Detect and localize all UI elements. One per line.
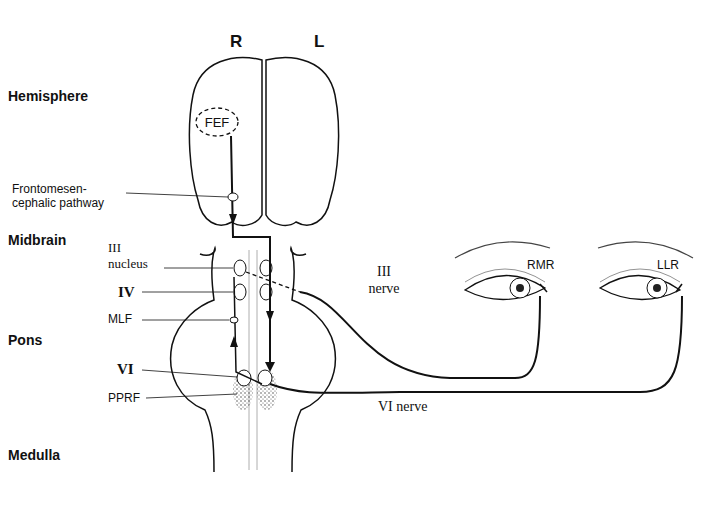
section-heading: Hemisphere [8,88,88,105]
mlf-marker [230,317,238,323]
eyebrow [598,242,693,258]
dashed-ellipse: FEF [195,107,239,137]
numeral-label: VI [117,360,134,378]
oculomotor-nerve [300,292,540,378]
pupil [516,284,524,292]
mlf-tract [234,277,262,384]
right-eye [465,275,545,299]
structure-label: Frontomesen- cephalic pathway [12,182,124,211]
arrowhead [230,336,238,347]
nucleus [234,260,246,276]
pathway [231,136,270,366]
leader-line [126,193,228,197]
iris [510,278,530,298]
arrowhead [266,311,274,322]
pathway-marker [228,193,238,201]
brainstem-outline [171,248,215,472]
right-hemisphere [189,58,262,226]
arrowhead [229,214,237,225]
section-heading: Pons [8,332,42,349]
muscle [676,284,682,292]
iris [647,278,667,298]
structure-label: III nucleus [108,240,162,271]
structure-label: MLF [108,312,132,326]
side-label: R [230,32,242,52]
eyebrow [455,242,550,258]
leader-line [146,394,237,398]
abducens-nerve [270,296,682,393]
leader-line [164,268,233,269]
muscle [540,284,547,292]
ellipse-outline [196,108,238,136]
muscle-label: RMR [527,258,554,272]
muscle-label: LLR [657,258,679,272]
brainstem-outline [291,248,335,472]
midline [249,250,250,470]
left-hemisphere [266,58,339,226]
section-heading: Medulla [8,447,60,464]
pupil [653,284,661,292]
leader-line [142,292,233,293]
midline [257,250,258,470]
region-label: FEF [205,115,230,130]
left-eye [600,275,680,299]
leader-line [142,320,229,321]
section-heading: Midbrain [8,232,66,249]
nerve-dashed [246,272,300,292]
structure-label: PPRF [108,391,140,405]
numeral-label: IV [118,283,135,301]
leader-line [142,370,237,377]
arrowhead [265,362,275,372]
nerve-label: III nerve [362,264,406,298]
nerve-label: VI nerve [378,399,427,416]
nucleus [234,284,246,300]
side-label: L [314,32,324,52]
pprf-area [257,370,277,410]
